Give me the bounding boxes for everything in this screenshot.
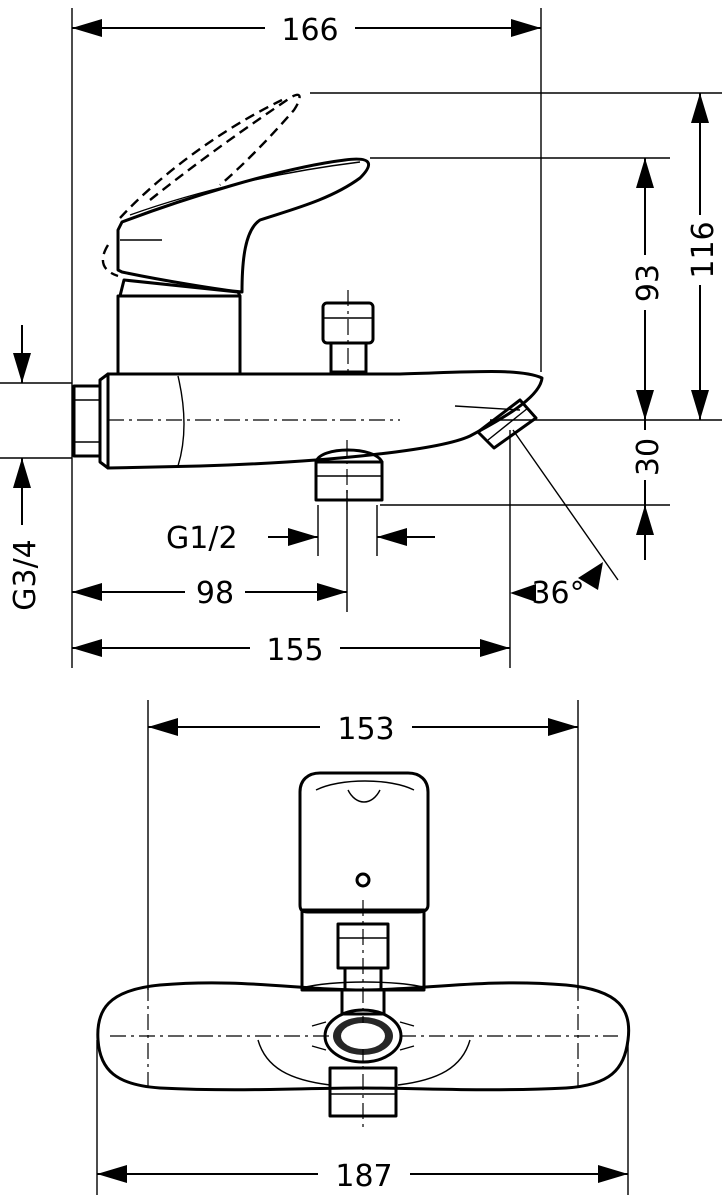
spout-outlet: [314, 440, 384, 510]
cartridge-housing: [116, 294, 242, 376]
dimension-lever-height: 93: [630, 158, 666, 420]
lever-handle: [116, 157, 370, 294]
dim-label-166: 166: [281, 13, 338, 48]
dimension-spout-drop: 30: [630, 420, 666, 560]
dim-label-98: 98: [196, 576, 234, 611]
dimension-inlet-thread: G3/4: [8, 325, 43, 611]
top-view: 153 187: [96, 700, 631, 1195]
dimension-overall-length: 166: [72, 13, 541, 48]
lever-indicator-dot: [355, 872, 371, 888]
lever-raised-dashed: [101, 244, 119, 278]
dim-label-155: 155: [266, 633, 323, 668]
dimension-spout-angle: 36°: [510, 429, 619, 611]
lever-top: [298, 771, 430, 914]
dimension-outlet-offset: 98: [72, 576, 347, 611]
dimension-connection-width: 153: [148, 712, 578, 747]
side-view: 166 116 93 30: [0, 8, 722, 668]
spout-aerator: [476, 398, 538, 450]
dimension-body-length: 155: [72, 633, 510, 668]
faucet-side-outline: [72, 93, 544, 510]
valve-body: [106, 370, 544, 470]
diverter-knob: [321, 290, 375, 374]
dim-label-93: 93: [631, 264, 666, 302]
dim-label-g34: G3/4: [8, 539, 43, 611]
dim-label-187: 187: [335, 1159, 392, 1194]
dim-label-36deg: 36°: [531, 576, 584, 611]
dim-label-116: 116: [686, 221, 721, 278]
dim-label-g12: G1/2: [166, 521, 238, 556]
dimension-body-width: 187: [97, 1159, 628, 1194]
inlet-nut: [72, 384, 102, 458]
outlet-top: [311, 988, 415, 1118]
dimension-outlet-thread: G1/2: [166, 521, 435, 556]
dimension-total-height: 116: [685, 93, 721, 420]
dim-label-30: 30: [631, 438, 666, 476]
faucet-top-outline: [96, 771, 631, 1130]
dim-label-153: 153: [337, 712, 394, 747]
